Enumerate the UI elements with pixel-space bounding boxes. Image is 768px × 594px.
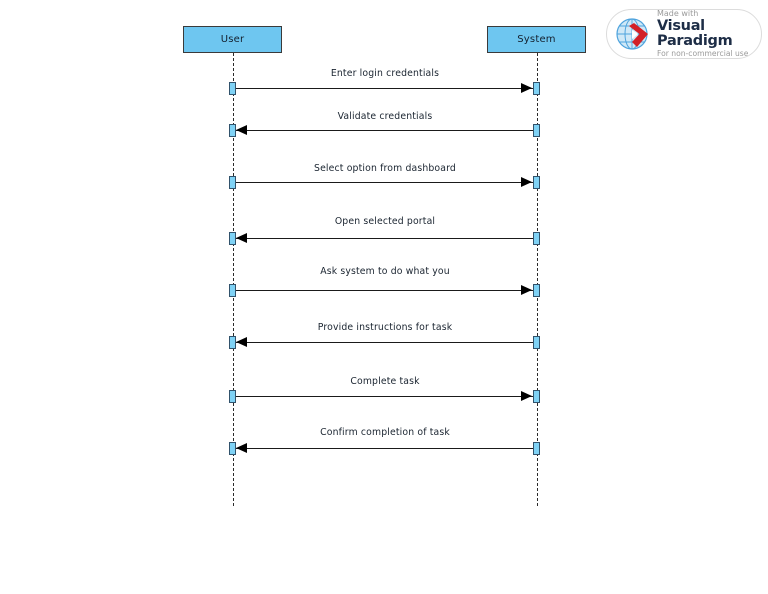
arrowhead-right-icon-3 [521,177,532,187]
activation-system-3[interactable] [533,176,540,189]
activation-user-2[interactable] [229,124,236,137]
message-label-2: Validate credentials [337,111,433,122]
activation-system-5[interactable] [533,284,540,297]
activation-system-4[interactable] [533,232,540,245]
message-line-5[interactable] [233,290,537,291]
activation-user-6[interactable] [229,336,236,349]
message-label-7: Complete task [350,376,420,387]
arrowhead-right-icon-1 [521,83,532,93]
message-line-3[interactable] [233,182,537,183]
activation-system-2[interactable] [533,124,540,137]
activation-user-4[interactable] [229,232,236,245]
message-line-6[interactable] [233,342,537,343]
activation-user-5[interactable] [229,284,236,297]
watermark-made-with-text: Made with [657,9,699,19]
activation-user-3[interactable] [229,176,236,189]
activation-system-7[interactable] [533,390,540,403]
message-label-3: Select option from dashboard [314,163,456,174]
message-line-1[interactable] [233,88,537,89]
message-line-4[interactable] [233,238,537,239]
arrowhead-left-icon-6 [236,337,247,347]
arrowhead-right-icon-7 [521,391,532,401]
activation-system-1[interactable] [533,82,540,95]
message-line-2[interactable] [233,130,537,131]
activation-user-1[interactable] [229,82,236,95]
arrowhead-left-icon-4 [236,233,247,243]
lifeline-head-system[interactable]: System [487,26,586,53]
message-line-7[interactable] [233,396,537,397]
watermark-license-text: For non-commercial use [657,49,749,59]
message-label-1: Enter login credentials [330,68,440,79]
visual-paradigm-watermark[interactable]: Made with Visual Paradigm For non-commer… [606,9,762,59]
lifeline-label-user: User [220,34,245,45]
watermark-brand-text: Visual Paradigm [657,18,733,49]
lifeline-head-user[interactable]: User [183,26,282,53]
visual-paradigm-logo-icon [612,13,654,55]
activation-user-7[interactable] [229,390,236,403]
lifeline-label-system: System [517,34,556,45]
activation-system-6[interactable] [533,336,540,349]
activation-user-8[interactable] [229,442,236,455]
arrowhead-left-icon-8 [236,443,247,453]
lifeline-system[interactable] [536,53,538,506]
message-label-8: Confirm completion of task [320,427,450,438]
arrowhead-left-icon-2 [236,125,247,135]
message-label-4: Open selected portal [334,216,436,227]
activation-system-8[interactable] [533,442,540,455]
lifeline-user[interactable] [232,53,234,506]
message-line-8[interactable] [233,448,537,449]
message-label-5: Ask system to do what you [320,266,450,277]
message-label-6: Provide instructions for task [317,322,453,333]
arrowhead-right-icon-5 [521,285,532,295]
